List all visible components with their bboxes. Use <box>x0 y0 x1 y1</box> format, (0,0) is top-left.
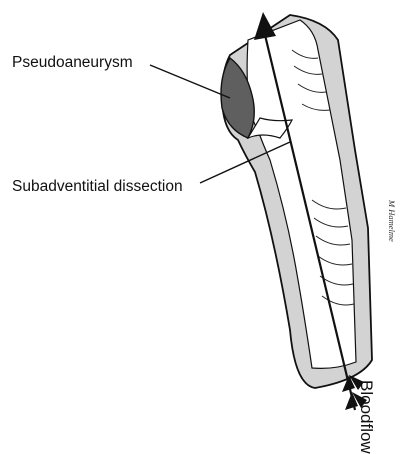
arterial-pseudoaneurysm-diagram: Pseudoaneurysm Subadventitial dissection… <box>0 0 420 435</box>
label-pseudoaneurysm: Pseudoaneurysm <box>12 54 133 72</box>
label-subadventitial-dissection: Subadventitial dissection <box>12 178 183 196</box>
artist-signature: M Hamelme <box>387 200 397 242</box>
label-bloodflow: Bloodflow <box>356 380 376 454</box>
